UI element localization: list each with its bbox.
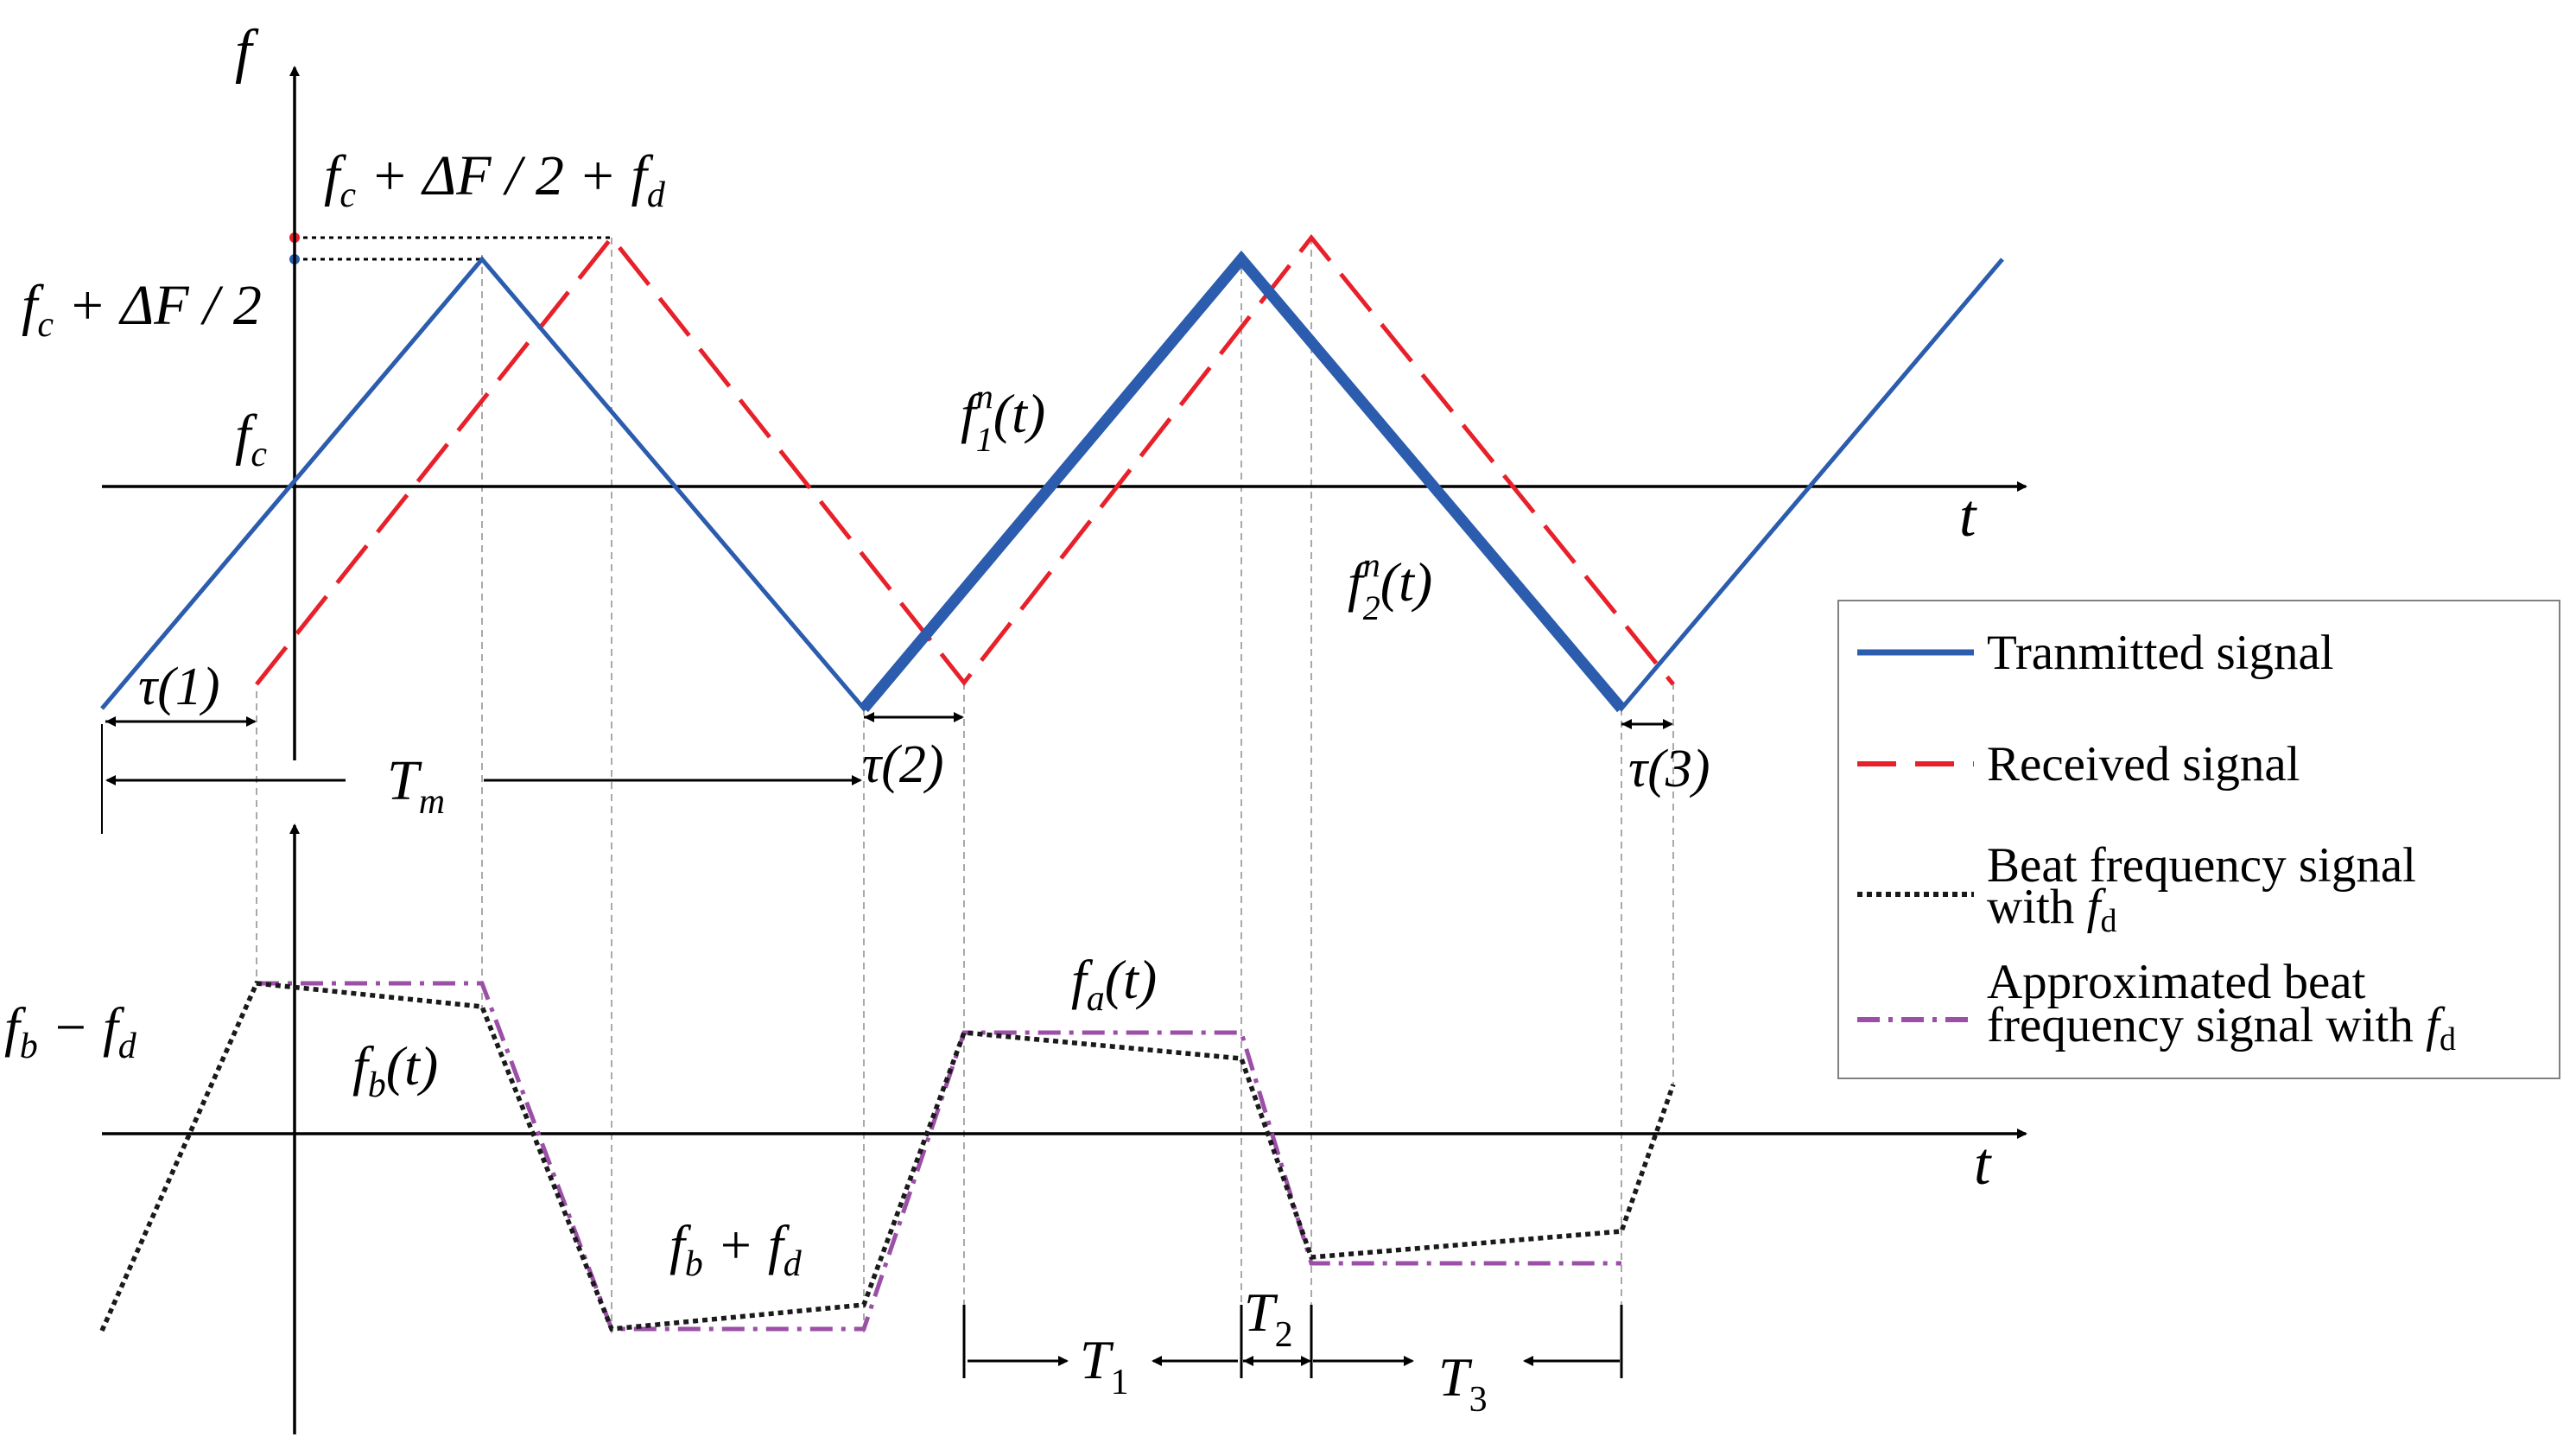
top-axes: [102, 66, 2027, 760]
fb-minus-fd-label: fb − fd: [4, 996, 137, 1066]
transmitted-signal-highlight: [860, 250, 1626, 713]
tm-label: Tm: [387, 749, 445, 822]
fc-label: fc: [235, 404, 267, 474]
fat-label: fa(t): [1071, 949, 1157, 1019]
t-axis-label-bottom: t: [1974, 1131, 1992, 1198]
received-signal-line: [255, 233, 1675, 687]
legend-beat-line2: with fd: [1987, 880, 2116, 939]
tau1-label: τ(1): [138, 658, 219, 716]
legend-transmitted-label: Tranmitted signal: [1987, 626, 2334, 680]
bottom-axes: [102, 823, 2027, 1434]
t2-label: T2: [1244, 1281, 1293, 1355]
period-brackets: [962, 1305, 1623, 1378]
fb-plus-fd-label: fb + fd: [669, 1214, 803, 1284]
guide-lines: [256, 238, 1674, 1378]
t1-label: T1: [1080, 1329, 1129, 1402]
legend-beat-line1: Beat frequency signal: [1987, 838, 2416, 893]
legend: Tranmitted signal Received signal Beat f…: [1837, 600, 2560, 1079]
peak-markers: [289, 232, 612, 264]
beat-signal-line: [99, 981, 1676, 1332]
approx-beat-line: [257, 981, 1621, 1332]
tau2-label: τ(2): [862, 735, 943, 794]
legend-approx-line2: frequency signal with fd: [1987, 998, 2456, 1058]
interval-arrows: [101, 712, 1673, 834]
t-axis-label-top: t: [1959, 483, 1977, 550]
tau3-label: τ(3): [1628, 740, 1710, 798]
f-axis-label: f: [235, 18, 259, 85]
fbt-label: fb(t): [352, 1035, 438, 1105]
legend-received-label: Received signal: [1987, 737, 2300, 792]
t3-label: T3: [1438, 1346, 1488, 1420]
legend-approx-line1: Approximated beat: [1987, 955, 2366, 1009]
fc-plus-half-label: fc + ΔF / 2: [22, 274, 262, 345]
fc-plus-half-fd-label: fc + ΔF / 2 + fd: [324, 144, 666, 215]
